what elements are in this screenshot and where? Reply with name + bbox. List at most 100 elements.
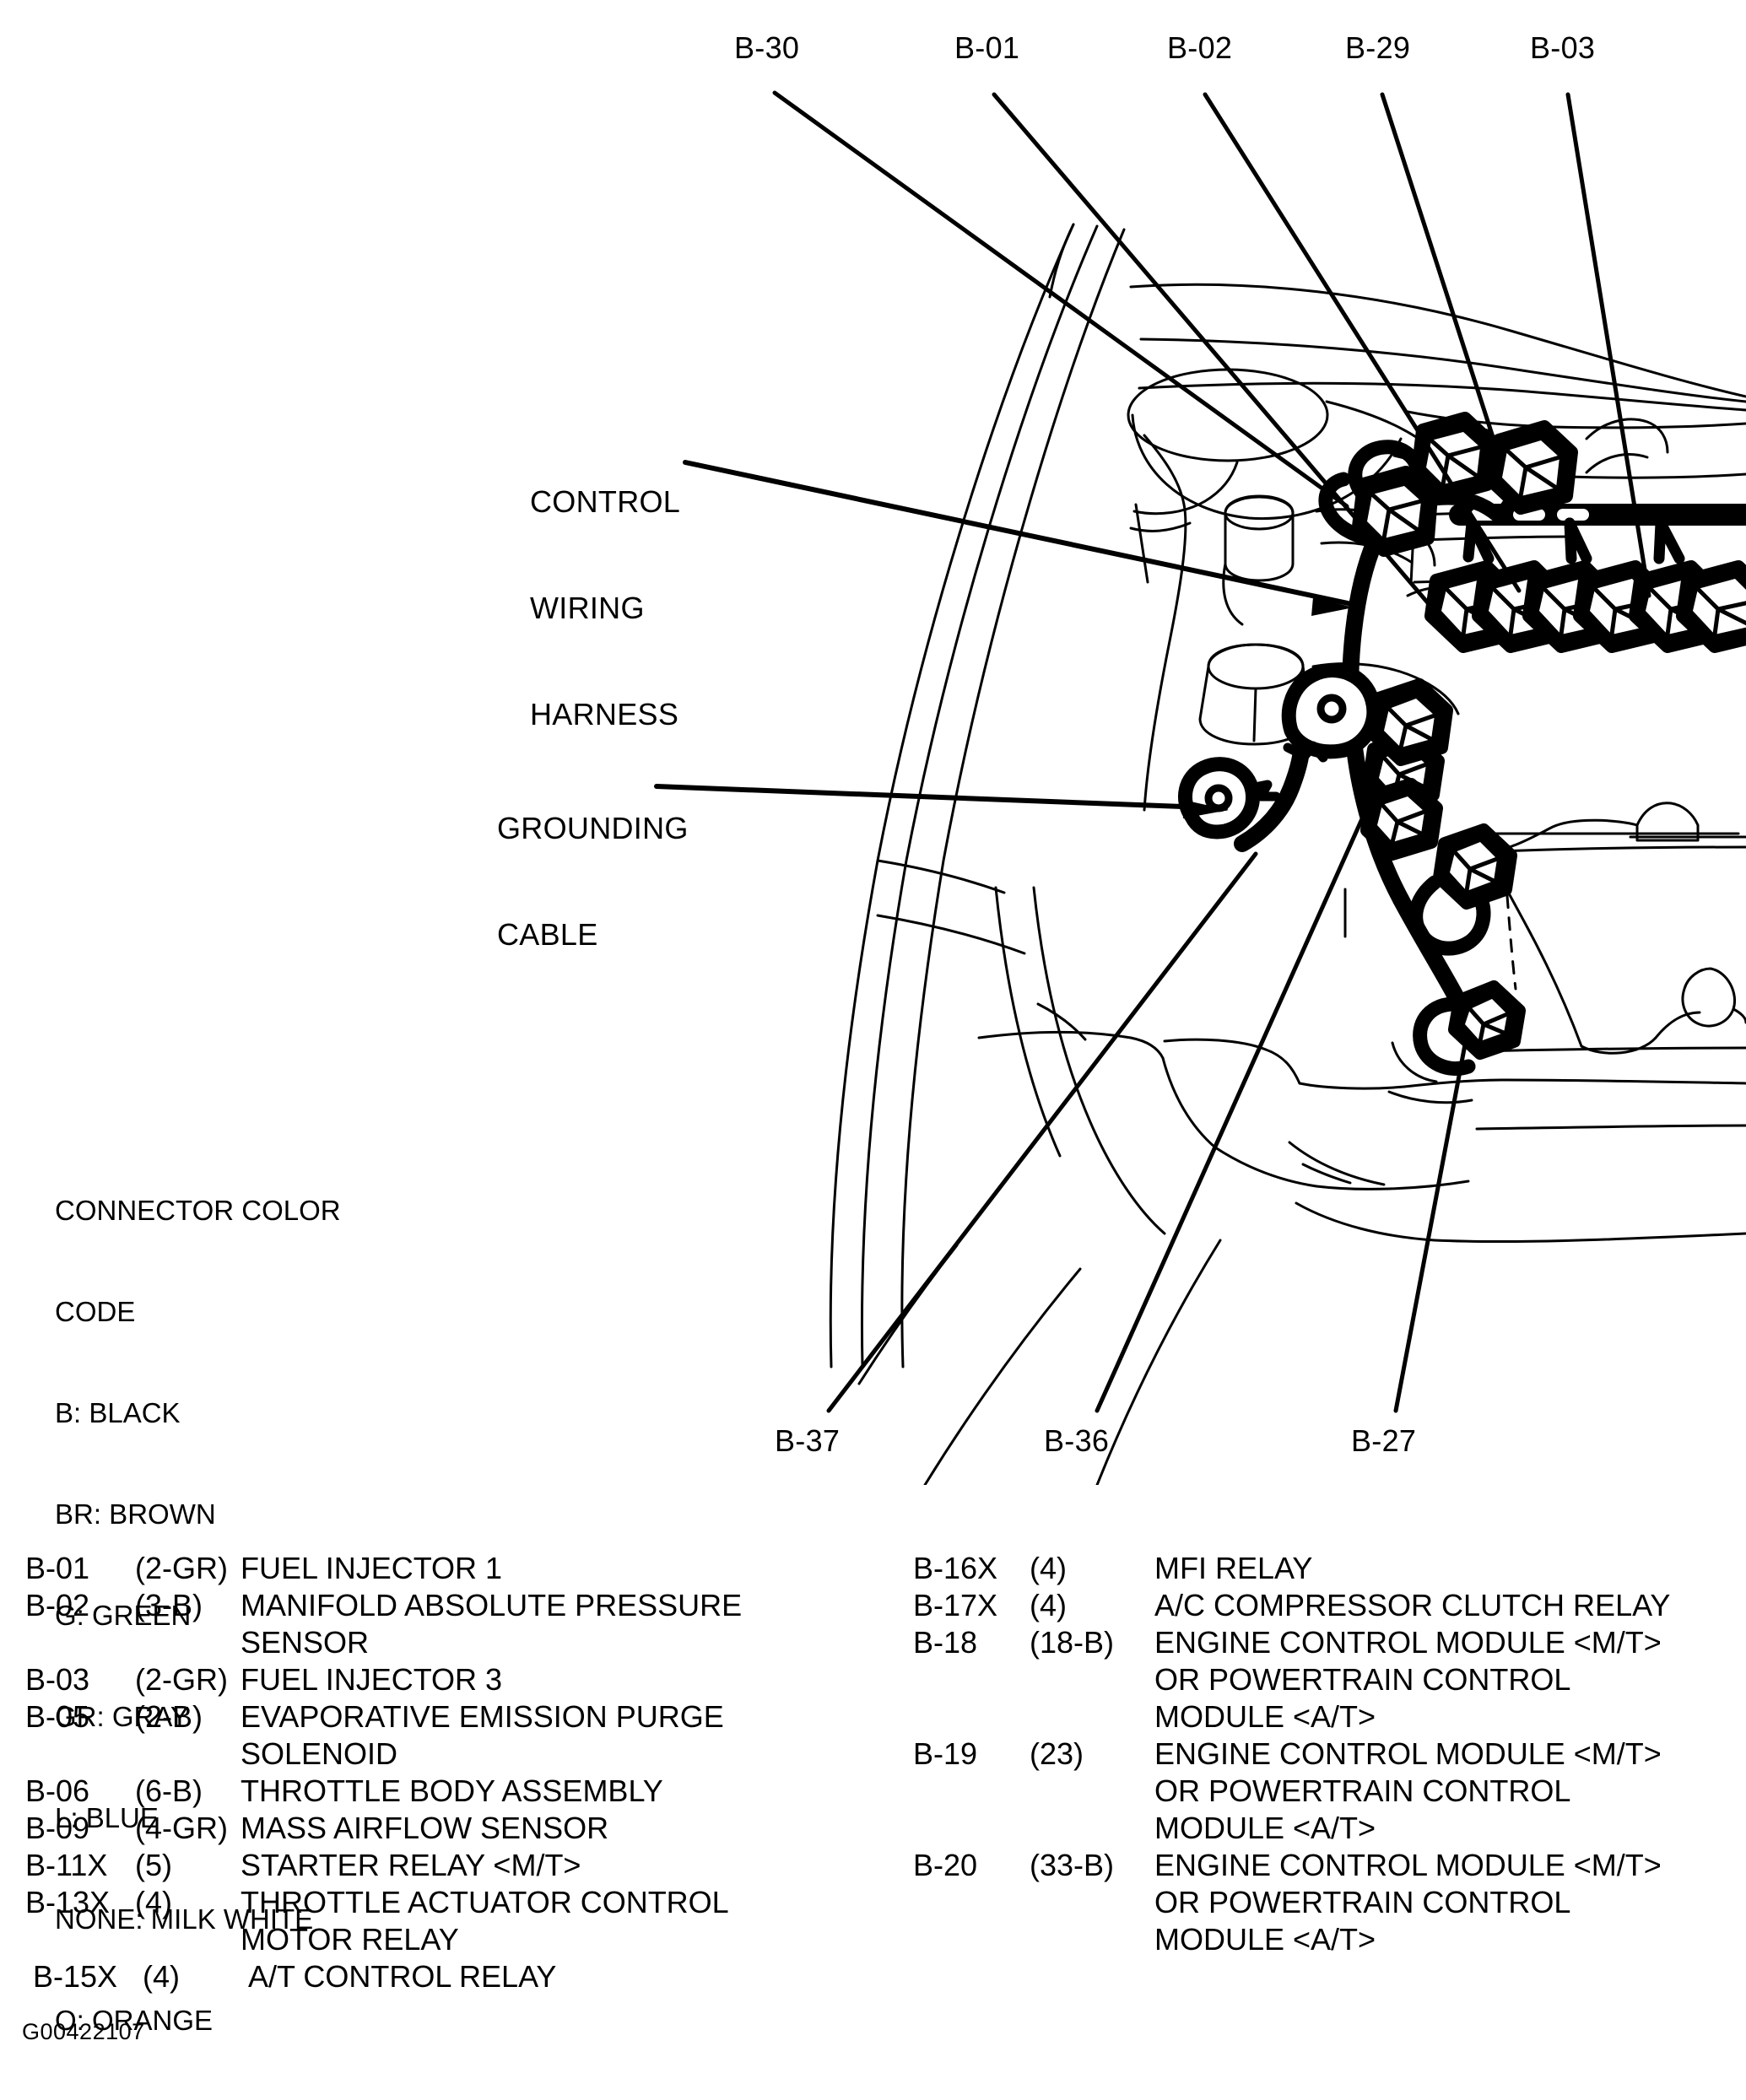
connector-pins: (2-GR) — [135, 1551, 228, 1585]
color-code-entry-milk-white: NONE: MILK WHITE — [55, 1903, 314, 1935]
connector-description: A/C COMPRESSOR CLUTCH RELAY — [1154, 1587, 1746, 1624]
connector-pins: (4-GR) — [135, 1811, 228, 1845]
connector-id: B-15X — [33, 1959, 118, 1994]
connector-id: B-19 — [913, 1736, 978, 1771]
connector-pins: (18-B) — [1030, 1625, 1115, 1660]
callout-b27: B-27 — [1351, 1423, 1417, 1458]
connector-pins: (2-B) — [135, 1699, 203, 1734]
connector-description-line-1: STARTER RELAY <M/T> — [241, 1848, 581, 1882]
connector-id: B-01 — [25, 1551, 90, 1585]
callout-b37: B-37 — [775, 1423, 841, 1458]
connector-pins: (6-B) — [135, 1773, 203, 1808]
connector-pins: (23) — [1030, 1736, 1084, 1771]
connector-cube-mid-2 — [1360, 778, 1443, 861]
connector-cube-b27 — [1448, 980, 1526, 1060]
connector-id: B-09 — [25, 1811, 90, 1845]
connector-row-b20: B-20 (33-B) ENGINE CONTROL MODULE <M/T> … — [913, 1847, 1746, 1958]
color-code-entry-green: G: GREEN — [55, 1600, 192, 1631]
connector-row-b19: B-19 (23) ENGINE CONTROL MODULE <M/T> OR… — [913, 1736, 1746, 1847]
connector-pins: (3-B) — [135, 1588, 203, 1622]
connector-description-line-2: MOTOR RELAY — [241, 1922, 459, 1957]
body-line-art — [829, 223, 1746, 1485]
connector-description: STARTER RELAY <M/T> — [241, 1847, 878, 1884]
connector-id: B-02 — [25, 1588, 90, 1622]
connector-row-b09: B-09 (4-GR) MASS AIRFLOW SENSOR — [25, 1810, 878, 1847]
connector-id: B-03 — [25, 1662, 90, 1697]
color-code-entry-black: B: BLACK — [55, 1397, 181, 1428]
callout-b30: B-30 — [734, 30, 800, 65]
connector-description: A/T CONTROL RELAY — [248, 1958, 878, 1995]
connector-description-line-3: MODULE <A/T> — [1154, 1699, 1376, 1734]
connector-description: THROTTLE BODY ASSEMBLY — [241, 1773, 878, 1810]
callout-line-1: CONTROL — [530, 484, 681, 519]
leader-lines — [654, 90, 1651, 1413]
connector-description-line-1: MANIFOLD ABSOLUTE PRESSURE — [241, 1588, 743, 1622]
connector-id: B-17X — [913, 1588, 998, 1622]
connector-description-line-3: MODULE <A/T> — [1154, 1811, 1376, 1845]
callout-control-wiring-harness: CONTROL WIRING HARNESS — [530, 413, 680, 803]
connector-pins: (2-GR) — [135, 1662, 228, 1697]
connector-row-b13x: B-13X (4) THROTTLE ACTUATOR CONTROL MOTO… — [25, 1884, 878, 1958]
connector-description: THROTTLE ACTUATOR CONTROL MOTOR RELAY — [241, 1884, 878, 1958]
connector-id: B-13X — [25, 1885, 111, 1919]
color-code-entry-gray: GR: GRAY — [55, 1701, 189, 1732]
connector-description-line-1: FUEL INJECTOR 1 — [241, 1551, 503, 1585]
color-code-title-line-1: CONNECTOR COLOR — [55, 1195, 341, 1226]
connector-cubes — [1352, 412, 1746, 1076]
connector-description-line-1: FUEL INJECTOR 3 — [241, 1662, 503, 1697]
connector-description-line-2: SENSOR — [241, 1625, 370, 1660]
connector-cube-mid-3 — [1367, 678, 1453, 766]
figure-code: G00422107 — [22, 2019, 145, 2044]
callout-line-2: CABLE — [497, 917, 598, 952]
connector-row-b16x: B-16X (4) MFI RELAY — [913, 1550, 1746, 1587]
connector-description: ENGINE CONTROL MODULE <M/T> OR POWERTRAI… — [1154, 1736, 1746, 1847]
connector-description: MANIFOLD ABSOLUTE PRESSURE SENSOR — [241, 1587, 878, 1661]
connector-description-line-1: A/T CONTROL RELAY — [248, 1959, 557, 1994]
callout-b01: B-01 — [954, 30, 1020, 65]
callout-grounding-cable: GROUNDING CABLE — [497, 740, 689, 1023]
callout-line-3: HARNESS — [530, 697, 679, 731]
connector-cube-b01b — [1487, 420, 1578, 515]
color-code-entry-orange: O: ORANGE — [55, 2005, 214, 2036]
connector-cube-b01 — [1411, 412, 1497, 503]
connector-id: B-20 — [913, 1848, 978, 1882]
connector-pins: (4) — [135, 1885, 172, 1919]
callout-b29: B-29 — [1345, 30, 1411, 65]
connector-row-b18: B-18 (18-B) ENGINE CONTROL MODULE <M/T> … — [913, 1624, 1746, 1736]
connector-row-b17x: B-17X (4) A/C COMPRESSOR CLUTCH RELAY — [913, 1587, 1746, 1624]
connector-description: EVAPORATIVE EMISSION PURGE SOLENOID — [241, 1698, 878, 1773]
connector-id: B-05 — [25, 1699, 90, 1734]
connector-id: B-06 — [25, 1773, 90, 1808]
connector-description: MFI RELAY — [1154, 1550, 1746, 1587]
connector-description-line-2: SOLENOID — [241, 1736, 398, 1771]
connector-description-line-2: OR POWERTRAIN CONTROL — [1154, 1773, 1571, 1808]
connector-row-b02: B-02 (3-B) MANIFOLD ABSOLUTE PRESSURE SE… — [25, 1587, 878, 1661]
connector-description-line-1: ENGINE CONTROL MODULE <M/T> — [1154, 1736, 1662, 1771]
connector-list-left: B-01 (2-GR) FUEL INJECTOR 1 B-02 (3-B) M… — [25, 1550, 878, 1995]
connector-cube-row-6 — [1676, 560, 1746, 653]
connector-description: ENGINE CONTROL MODULE <M/T> OR POWERTRAI… — [1154, 1847, 1746, 1958]
connector-pins: (5) — [135, 1848, 172, 1882]
engine-bay-illustration — [654, 90, 1746, 1485]
connector-list-right: B-16X (4) MFI RELAY B-17X (4) A/C COMPRE… — [913, 1550, 1746, 1958]
connector-description-line-1: ENGINE CONTROL MODULE <M/T> — [1154, 1848, 1662, 1882]
callout-b36: B-36 — [1044, 1423, 1110, 1458]
color-code-title-line-2: CODE — [55, 1296, 136, 1327]
connector-description-line-1: ENGINE CONTROL MODULE <M/T> — [1154, 1625, 1662, 1660]
connector-cube-b30 — [1352, 466, 1438, 557]
color-code-entry-brown: BR: BROWN — [55, 1498, 216, 1530]
connector-row-b15x: B-15X (4) A/T CONTROL RELAY — [25, 1958, 878, 1995]
connector-description-line-1: A/C COMPRESSOR CLUTCH RELAY — [1154, 1588, 1671, 1622]
connector-description: ENGINE CONTROL MODULE <M/T> OR POWERTRAI… — [1154, 1624, 1746, 1736]
connector-id: B-11X — [25, 1848, 108, 1882]
connector-description-line-1: EVAPORATIVE EMISSION PURGE — [241, 1699, 724, 1734]
connector-description-line-1: THROTTLE ACTUATOR CONTROL — [241, 1885, 729, 1919]
connector-row-b03: B-03 (2-GR) FUEL INJECTOR 3 — [25, 1661, 878, 1698]
connector-cube-right-mid — [1433, 823, 1517, 910]
hidden-edge-dashes — [1502, 640, 1746, 991]
callout-b03: B-03 — [1530, 30, 1596, 65]
connector-description-line-2: OR POWERTRAIN CONTROL — [1154, 1885, 1571, 1919]
connector-description-line-1: MASS AIRFLOW SENSOR — [241, 1811, 609, 1845]
connector-description-line-1: THROTTLE BODY ASSEMBLY — [241, 1773, 663, 1808]
